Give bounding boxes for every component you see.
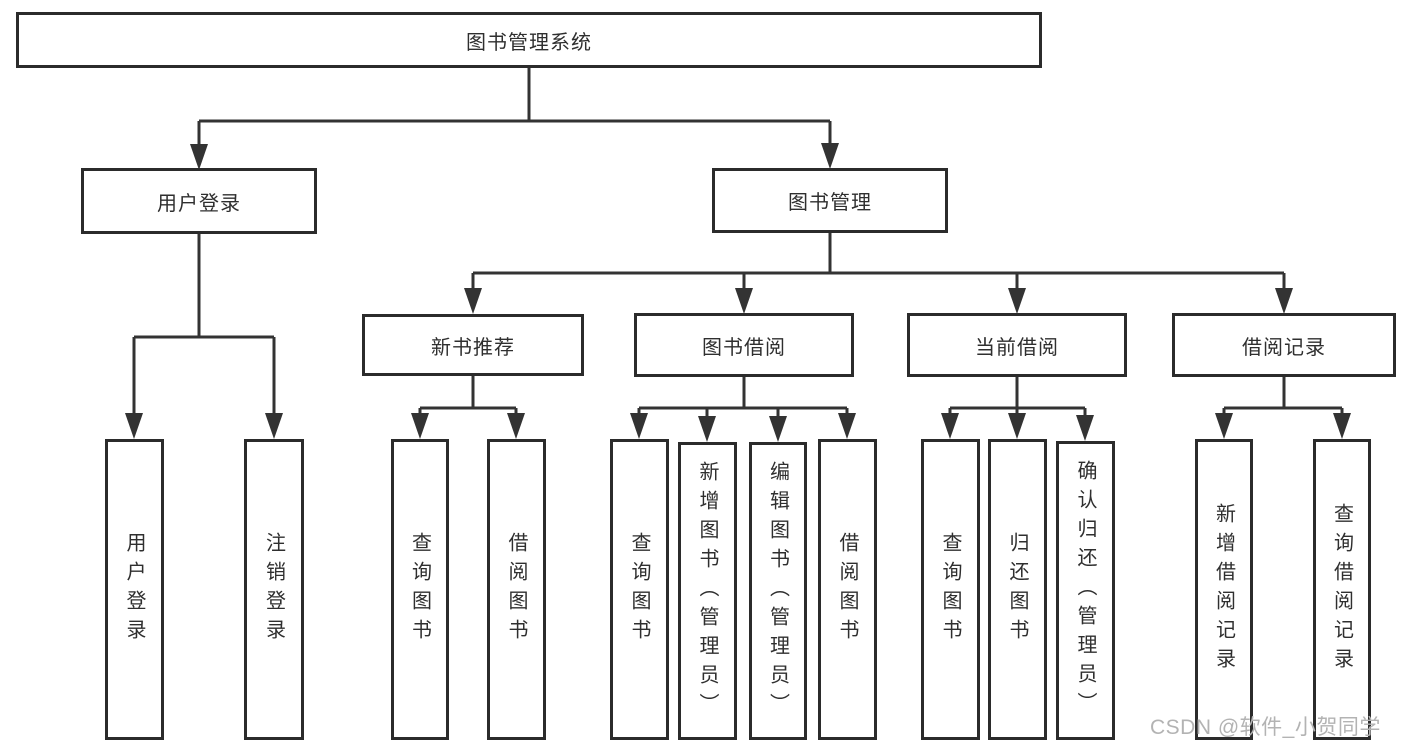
leaf-borrow-add-book-admin: 新增图书（管理员） [678, 442, 737, 740]
leaf-current-query-book: 查询图书 [921, 439, 980, 740]
leaf-user-login: 用户登录 [105, 439, 164, 740]
leaf-current-return-book: 归还图书 [988, 439, 1047, 740]
leaf-user-login-label: 用户登录 [123, 531, 145, 648]
leaf-logout: 注销登录 [244, 439, 304, 740]
leaf-borrow-borrow-book: 借阅图书 [818, 439, 877, 740]
leaf-recommend-query-book: 查询图书 [391, 439, 449, 740]
arrowheads [125, 143, 1351, 442]
leaf-current-confirm-return-admin-label: 确认归还（管理员） [1074, 460, 1096, 721]
node-user-login-label: 用户登录 [157, 192, 241, 215]
leaf-borrow-edit-book-admin-label: 编辑图书（管理员） [766, 460, 789, 722]
node-book-management: 图书管理 [712, 168, 948, 233]
leaf-borrow-edit-book-admin: 编辑图书（管理员） [749, 442, 807, 740]
leaf-borrow-query-book: 查询图书 [610, 439, 669, 740]
leaf-records-query-record: 查询借阅记录 [1313, 439, 1371, 740]
leaf-recommend-borrow-book-label: 借阅图书 [505, 531, 527, 648]
leaf-borrow-add-book-admin-label: 新增图书（管理员） [696, 460, 718, 722]
leaf-current-query-book-label: 查询图书 [939, 531, 961, 648]
node-new-book-recommend-label: 新书推荐 [431, 336, 515, 359]
node-current-borrow: 当前借阅 [907, 313, 1127, 377]
node-book-borrow-label: 图书借阅 [702, 336, 786, 359]
node-user-login: 用户登录 [81, 168, 317, 234]
node-new-book-recommend: 新书推荐 [362, 314, 584, 376]
node-current-borrow-label: 当前借阅 [975, 336, 1059, 359]
leaf-current-return-book-label: 归还图书 [1006, 531, 1028, 648]
node-book-borrow: 图书借阅 [634, 313, 854, 377]
leaf-records-add-record-label: 新增借阅记录 [1212, 502, 1235, 677]
node-borrow-records: 借阅记录 [1172, 313, 1396, 377]
leaf-records-query-record-label: 查询借阅记录 [1330, 502, 1353, 677]
leaf-logout-label: 注销登录 [262, 531, 285, 648]
node-root: 图书管理系统 [16, 12, 1042, 68]
node-borrow-records-label: 借阅记录 [1242, 336, 1326, 359]
leaf-borrow-query-book-label: 查询图书 [628, 531, 650, 648]
leaf-records-add-record: 新增借阅记录 [1195, 439, 1253, 740]
leaf-current-confirm-return-admin: 确认归还（管理员） [1056, 441, 1115, 740]
leaf-recommend-query-book-label: 查询图书 [408, 531, 431, 648]
watermark: CSDN @软件_小贺同学 [1150, 716, 1381, 739]
node-book-management-label: 图书管理 [788, 192, 872, 214]
leaf-recommend-borrow-book: 借阅图书 [487, 439, 546, 740]
leaf-borrow-borrow-book-label: 借阅图书 [836, 531, 858, 648]
node-root-label: 图书管理系统 [466, 31, 592, 54]
